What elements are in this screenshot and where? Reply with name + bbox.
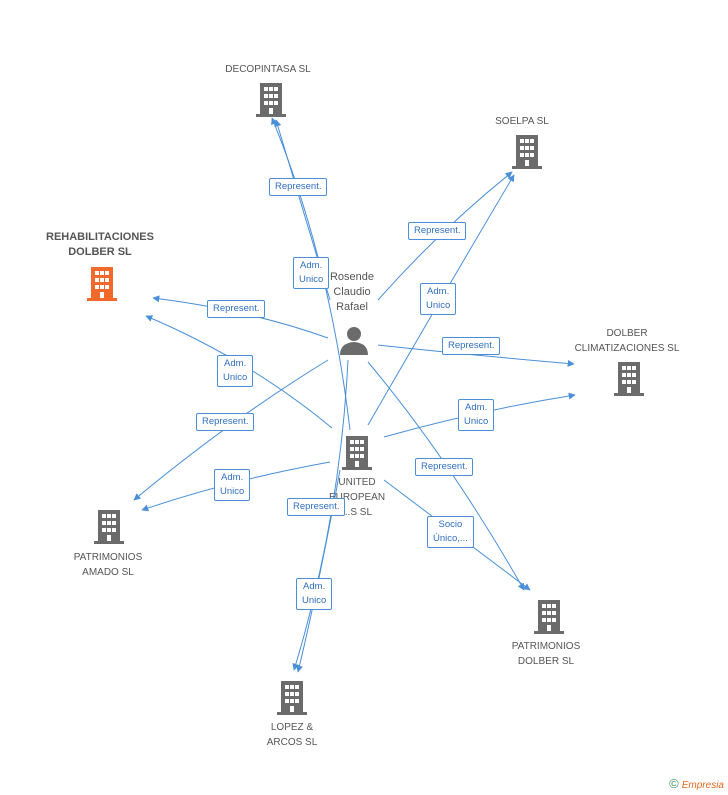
label-line: DOLBER bbox=[606, 328, 648, 339]
edge-label-line: Adm. bbox=[224, 358, 247, 369]
building-icon-united bbox=[342, 436, 372, 470]
edge-label-adm-unico[interactable]: Adm. Unico bbox=[214, 469, 251, 501]
node-united-label[interactable]: UNITED EUROPEAN ...S SL bbox=[312, 475, 402, 520]
node-rosende-label[interactable]: Rosende Claudio Rafael bbox=[312, 270, 392, 315]
edge-label-adm-unico[interactable]: Adm. Unico bbox=[293, 257, 330, 289]
copyright-icon: © bbox=[669, 776, 679, 791]
label-line: PATRIMONIOS bbox=[511, 641, 581, 652]
edge-label-represent[interactable]: Represent. bbox=[408, 222, 467, 240]
edge-label-line: Unico bbox=[464, 416, 489, 427]
edge-united-lopez bbox=[296, 469, 341, 673]
node-patrimonios-dolber-label[interactable]: PATRIMONIOS DOLBER SL bbox=[494, 639, 598, 669]
building-icon-lopez-arcos bbox=[277, 681, 307, 715]
edge-label-line: Adm. bbox=[300, 260, 323, 271]
label-line: ARCOS SL bbox=[266, 737, 318, 748]
edge-label-line: Adm. bbox=[303, 581, 326, 592]
building-icon-decopintasa bbox=[256, 83, 286, 117]
label-line: EUROPEAN bbox=[328, 492, 386, 503]
edge-label-represent[interactable]: Represent. bbox=[269, 178, 328, 196]
edge-label-line: Unico bbox=[223, 372, 248, 383]
person-icon bbox=[340, 327, 368, 355]
brand-name: Empresia bbox=[681, 780, 724, 791]
edge-label-line: Único,... bbox=[433, 533, 468, 544]
edge-label-line: Unico bbox=[220, 486, 245, 497]
edge-label-adm-unico[interactable]: Adm. Unico bbox=[458, 399, 495, 431]
edge-label-line: Unico bbox=[302, 595, 327, 606]
edge-label-adm-unico[interactable]: Adm. Unico bbox=[420, 283, 457, 315]
edge-label-line: Adm. bbox=[221, 472, 244, 483]
edge-label-socio-unico[interactable]: Socio Único,... bbox=[427, 516, 474, 548]
edge-label-represent[interactable]: Represent. bbox=[207, 300, 266, 318]
node-dolber-clim-label[interactable]: DOLBER CLIMATIZACIONES SL bbox=[562, 326, 692, 356]
node-rehabilitaciones-label[interactable]: REHABILITACIONES DOLBER SL bbox=[30, 230, 170, 260]
edge-rosende-lopez bbox=[292, 359, 349, 671]
node-lopez-arcos-label[interactable]: LOPEZ & ARCOS SL bbox=[244, 720, 340, 750]
label-line: Claudio bbox=[333, 286, 371, 298]
edge-label-line: Unico bbox=[299, 274, 324, 285]
edge-label-adm-unico[interactable]: Adm. Unico bbox=[217, 355, 254, 387]
edge-label-represent[interactable]: Represent. bbox=[442, 337, 501, 355]
footer-brand: ©Empresia bbox=[669, 776, 724, 791]
edge-label-represent[interactable]: Represent. bbox=[415, 458, 474, 476]
edge-label-represent[interactable]: Represent. bbox=[287, 498, 346, 516]
edge-label-represent[interactable]: Represent. bbox=[196, 413, 255, 431]
edge-label-line: Adm. bbox=[465, 402, 488, 413]
building-icon-dolber-clim bbox=[614, 362, 644, 396]
edge-label-adm-unico[interactable]: Adm. Unico bbox=[296, 578, 333, 610]
label-line: CLIMATIZACIONES SL bbox=[574, 343, 680, 354]
building-icon-soelpa bbox=[512, 135, 542, 169]
label-line: Rafael bbox=[336, 301, 368, 313]
building-icon-rehabilitaciones bbox=[87, 267, 117, 301]
node-patrimonios-amado-label[interactable]: PATRIMONIOS AMADO SL bbox=[56, 550, 160, 580]
node-soelpa-label[interactable]: SOELPA SL bbox=[495, 116, 549, 127]
node-decopintasa-label[interactable]: DECOPINTASA SL bbox=[225, 64, 311, 75]
label-line: REHABILITACIONES bbox=[46, 231, 154, 243]
label-line: Rosende bbox=[329, 271, 375, 283]
edge-label-line: Unico bbox=[426, 300, 451, 311]
label-line: UNITED bbox=[338, 477, 376, 488]
edge-label-line: Adm. bbox=[427, 286, 450, 297]
label-line: ...S SL bbox=[341, 507, 372, 518]
label-line: DOLBER SL bbox=[517, 656, 575, 667]
label-line: DOLBER SL bbox=[68, 246, 132, 258]
label-line: PATRIMONIOS bbox=[73, 552, 143, 563]
label-line: AMADO SL bbox=[82, 567, 134, 578]
edge-label-line: Socio bbox=[438, 519, 463, 530]
label-line: LOPEZ & bbox=[270, 722, 314, 733]
building-icon-patrimonios-amado bbox=[94, 510, 124, 544]
building-icon-patrimonios-dolber bbox=[534, 600, 564, 634]
